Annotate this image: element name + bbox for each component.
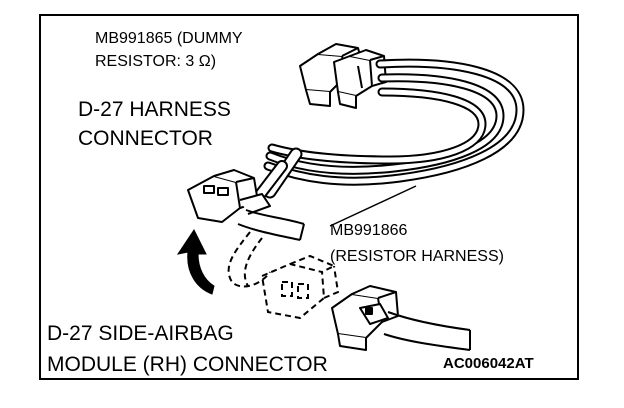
harness-connector-shape (187, 169, 271, 223)
diagram-frame (39, 14, 579, 380)
resistor-harness-label-line2: (RESISTOR HARNESS) (330, 248, 504, 265)
dummy-resistor-label-line1: MB991865 (DUMMY (95, 30, 243, 47)
resistor-harness-leader (329, 185, 417, 227)
figure-code: AC006042AT (443, 355, 534, 372)
dummy-resistor-plug (299, 43, 387, 109)
harness-connector-label-line2: CONNECTOR (78, 127, 213, 150)
resistor-harness-label-line1: MB991866 (330, 222, 408, 239)
airbag-connector-label-line1: D-27 SIDE-AIRBAG (47, 322, 234, 345)
resistor-harness-wires (250, 58, 525, 206)
ghost-connector-outline (227, 231, 340, 320)
airbag-module-connector-shape (331, 285, 471, 351)
airbag-connector-label-line2: MODULE (RH) CONNECTOR (47, 353, 328, 376)
harness-cable (237, 209, 305, 241)
curved-arrow-up-icon (176, 229, 215, 295)
harness-connector-label-line1: D-27 HARNESS (78, 98, 231, 121)
dummy-resistor-label-line2: RESISTOR: 3 Ω) (95, 53, 217, 70)
